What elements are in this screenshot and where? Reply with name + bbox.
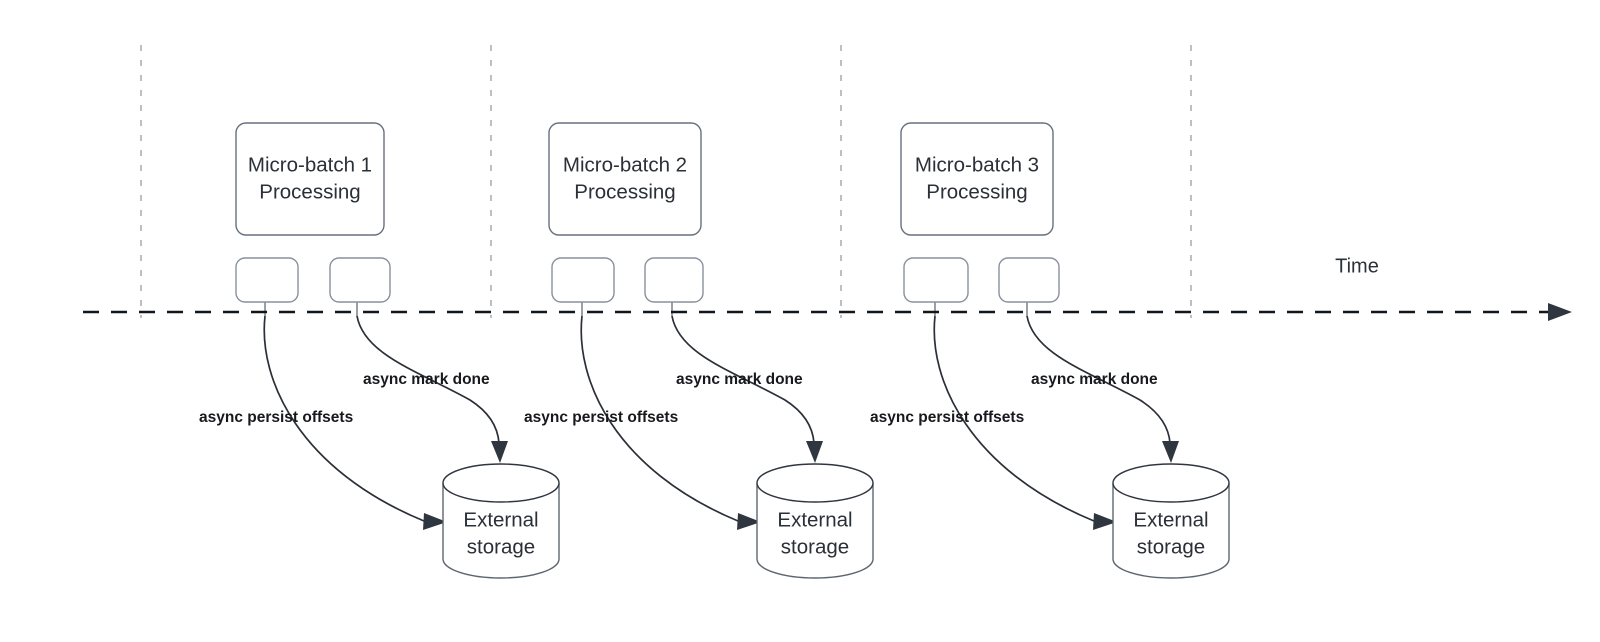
- batch-1-mark-task-box[interactable]: [329, 257, 391, 303]
- micro-batch-1-label-line2: Processing: [259, 180, 360, 203]
- micro-batch-3-label-line1: Micro-batch 3: [915, 153, 1039, 176]
- batch-2-mark-done-arrowhead: [806, 441, 823, 463]
- micro-batch-3-label-line2: Processing: [926, 180, 1027, 203]
- batch-2-mark-done-curve: [671, 315, 815, 444]
- external-storage-3-body: [1112, 483, 1230, 579]
- external-storage-1-label-line1: External: [463, 508, 538, 531]
- external-storage-2-label-line2: storage: [781, 535, 849, 558]
- batch-1-persist-offsets-curve: [263, 315, 425, 522]
- batch-1-persist-offsets-arrowhead: [423, 513, 447, 530]
- batch-2-mark-done-label: async mark done: [676, 371, 803, 388]
- batch-3-mark-done-label: async mark done: [1031, 371, 1158, 388]
- batch-group-3: Micro-batch 3 Processing async persist o…: [870, 122, 1230, 579]
- external-storage-2[interactable]: External storage: [756, 463, 874, 579]
- batch-3-mark-done-arrowhead: [1162, 441, 1179, 463]
- batch-group-2: Micro-batch 2 Processing async persist o…: [524, 122, 874, 579]
- micro-batch-1-label-line1: Micro-batch 1: [248, 153, 372, 176]
- batch-group-1: Micro-batch 1 Processing async persist o…: [199, 122, 560, 579]
- external-storage-1-top: [442, 463, 560, 503]
- external-storage-2-body: [756, 483, 874, 579]
- time-axis-label: Time: [1335, 255, 1379, 277]
- micro-batch-2-label-line2: Processing: [574, 180, 675, 203]
- batch-1-persist-task-box[interactable]: [235, 257, 299, 303]
- batch-3-persist-offsets-arrowhead: [1093, 513, 1117, 530]
- lifelines-group: [140, 45, 1192, 318]
- batch-1-mark-done-curve: [356, 315, 500, 444]
- time-axis-arrowhead: [1548, 303, 1572, 321]
- batch-3-persist-task-box[interactable]: [903, 257, 969, 303]
- batch-1-persist-offsets-label: async persist offsets: [199, 409, 353, 426]
- external-storage-3-label-line2: storage: [1137, 535, 1205, 558]
- external-storage-3-label-line1: External: [1133, 508, 1208, 531]
- batch-1-mark-done-arrowhead: [491, 441, 508, 463]
- batch-2-persist-offsets-curve: [580, 315, 739, 522]
- batch-3-mark-task-box[interactable]: [998, 257, 1060, 303]
- external-storage-1-body: [442, 483, 560, 579]
- batch-2-persist-offsets-label: async persist offsets: [524, 409, 678, 426]
- micro-batch-2-box[interactable]: [548, 122, 702, 236]
- micro-batch-3-box[interactable]: [900, 122, 1054, 236]
- micro-batch-1-box[interactable]: [235, 122, 385, 236]
- micro-batch-2-label-line1: Micro-batch 2: [563, 153, 687, 176]
- time-axis-group: [83, 303, 1572, 321]
- external-storage-1[interactable]: External storage: [442, 463, 560, 579]
- external-storage-3-top: [1112, 463, 1230, 503]
- batch-2-persist-task-box[interactable]: [551, 257, 615, 303]
- batch-3-persist-offsets-label: async persist offsets: [870, 409, 1024, 426]
- external-storage-3[interactable]: External storage: [1112, 463, 1230, 579]
- batch-3-persist-offsets-curve: [933, 315, 1095, 522]
- task-stems-group: [264, 302, 1028, 316]
- batch-2-mark-task-box[interactable]: [644, 257, 704, 303]
- batch-1-mark-done-label: async mark done: [363, 371, 490, 388]
- external-storage-2-top: [756, 463, 874, 503]
- external-storage-1-label-line2: storage: [467, 535, 535, 558]
- external-storage-2-label-line1: External: [777, 508, 852, 531]
- batch-3-mark-done-curve: [1026, 315, 1171, 444]
- batch-2-persist-offsets-arrowhead: [737, 513, 761, 530]
